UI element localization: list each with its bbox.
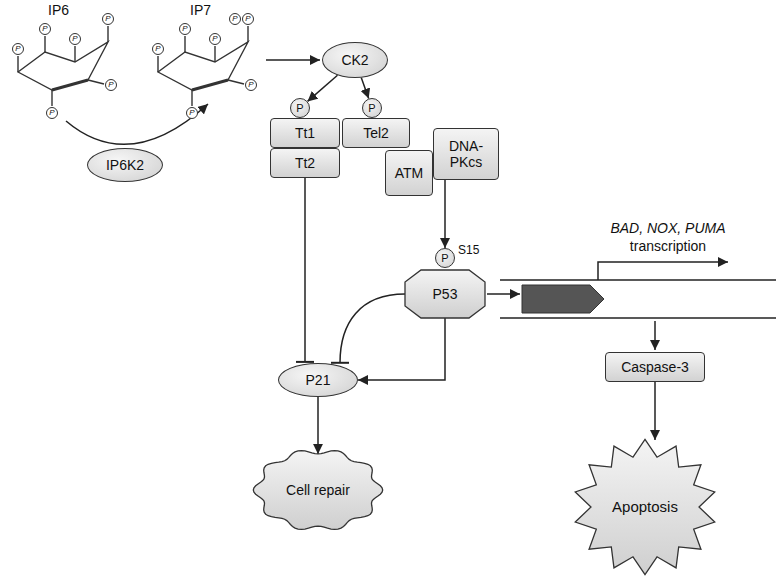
activation-arrow — [654, 382, 656, 440]
phosphate-group: P — [179, 23, 191, 35]
activation-arrow — [654, 321, 656, 350]
protein-box: DNA-PKcs — [433, 128, 499, 180]
ip6-molecule — [18, 26, 108, 106]
phosphate-group: P — [46, 107, 58, 119]
protein-box: ATM — [385, 150, 433, 196]
node-text: P — [368, 102, 375, 114]
node-text: P21 — [306, 372, 331, 388]
phosphate-group: P — [209, 33, 221, 45]
phosphate-group: P — [152, 43, 164, 55]
activation-arrow — [358, 318, 445, 380]
node-text: P — [441, 252, 448, 264]
enzyme-ellipse: IP6K2 — [87, 148, 163, 182]
protein-box: Tt1 — [270, 118, 340, 148]
inhibition-line — [304, 178, 306, 362]
phosphate-group: P — [69, 33, 81, 45]
activation-arrow — [317, 397, 319, 454]
phospho-circle: P — [290, 98, 310, 118]
promoter-arrow — [522, 285, 604, 313]
protein-octagon: P53 — [405, 270, 485, 318]
transcription-arrow — [598, 262, 728, 280]
node-text: ATM — [395, 165, 424, 181]
protein-box: Caspase-3 — [605, 352, 705, 382]
phosphate-group: P — [105, 79, 117, 91]
node-text: Tt2 — [295, 155, 315, 171]
protein-ellipse: P21 — [278, 363, 358, 397]
protein-box: Tt2 — [270, 148, 340, 178]
activation-arrow — [444, 180, 446, 248]
gene-label: BAD, NOX, PUMA — [600, 220, 736, 236]
activation-arrow — [308, 75, 338, 101]
dna-strand — [500, 317, 776, 319]
node-text: CK2 — [341, 52, 368, 68]
phosphate-group: P — [102, 13, 114, 25]
site-label: S15 — [458, 242, 479, 258]
phosphate-group: P — [245, 79, 257, 91]
molecule-name: IP7 — [190, 2, 211, 18]
activation-arrow — [266, 59, 320, 61]
ip7-molecule — [158, 26, 248, 106]
phosphate-group: P — [229, 13, 241, 25]
node-text: Cell repair — [286, 482, 350, 498]
node-text: Tel2 — [363, 125, 389, 141]
node-text: IP6K2 — [106, 157, 144, 173]
molecule-name: IP6 — [48, 2, 69, 18]
node-text: Tt1 — [295, 125, 315, 141]
dna-strand — [500, 279, 776, 281]
gene-label: transcription — [600, 238, 736, 254]
node-text: Caspase-3 — [621, 359, 689, 375]
enzyme-ellipse: CK2 — [322, 42, 388, 78]
conversion-arrow — [66, 104, 208, 144]
phosphate-group: P — [12, 43, 24, 55]
node-text: P — [296, 102, 303, 114]
phospho-circle: P — [362, 98, 382, 118]
outcome-shape: Cell repair — [252, 448, 384, 532]
activation-arrow — [361, 78, 368, 99]
phosphate-group: P — [186, 107, 198, 119]
activation-arrow — [487, 293, 520, 295]
phosphate-group: P — [242, 13, 254, 25]
outcome-star: Apoptosis — [572, 438, 718, 576]
node-text: DNA-PKcs — [439, 138, 493, 170]
protein-box: Tel2 — [342, 118, 410, 148]
node-text: Apoptosis — [612, 499, 678, 515]
node-text: P53 — [433, 286, 458, 302]
inhibition-line — [340, 294, 405, 363]
phospho-circle: P — [435, 248, 455, 268]
phosphate-group: P — [39, 23, 51, 35]
